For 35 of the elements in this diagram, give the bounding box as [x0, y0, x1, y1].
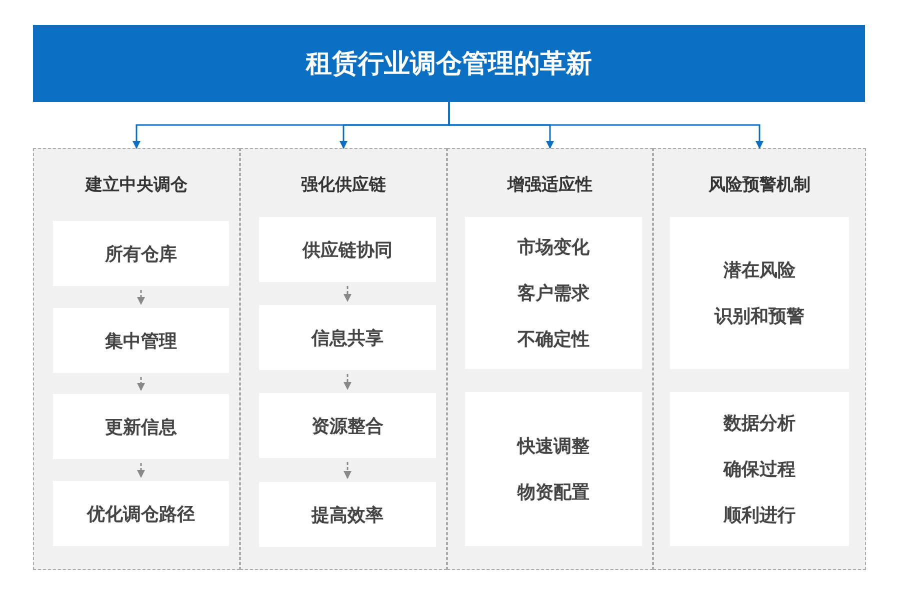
- title-banner: [33, 25, 865, 102]
- arrow: [137, 290, 145, 305]
- column-heading: 风险预警机制: [707, 174, 812, 196]
- column-panel: [33, 148, 240, 570]
- column-heading: 增强适应性: [506, 174, 594, 196]
- column-panel: [653, 148, 866, 570]
- column-panel: [447, 148, 653, 570]
- arrow: [137, 463, 145, 478]
- item-text: 识别和预警: [714, 305, 804, 328]
- arrow: [344, 286, 352, 302]
- column-heading: 强化供应链: [300, 174, 387, 196]
- arrow: [344, 462, 352, 479]
- column-panel: [240, 148, 447, 570]
- item-text: 集中管理: [105, 330, 177, 352]
- item-text: 不确定性: [518, 328, 590, 351]
- item-text: 确保过程: [724, 458, 796, 481]
- title-text: 租赁行业调仓管理的革新: [306, 48, 592, 81]
- item-text: 更新信息: [105, 416, 177, 438]
- item-text: 潜在风险: [724, 259, 796, 282]
- item-text: 供应链协同: [302, 238, 392, 262]
- item-text: 优化调仓路径: [87, 502, 195, 526]
- item-text: 信息共享: [312, 326, 384, 350]
- item-text: 所有仓库: [105, 242, 177, 266]
- item-text: 客户需求: [518, 282, 590, 305]
- item-text: 顺利进行: [724, 504, 796, 527]
- arrow: [344, 374, 352, 390]
- column-heading: 建立中央调仓: [84, 174, 188, 196]
- arrow: [448, 102, 764, 149]
- item-text: 市场变化: [518, 236, 590, 259]
- item-text: 数据分析: [724, 412, 796, 435]
- item-text: 资源整合: [312, 414, 384, 438]
- item-text: 快速调整: [518, 435, 590, 458]
- item-text: 提高效率: [312, 504, 384, 526]
- item-text: 物资配置: [518, 481, 590, 504]
- arrow: [137, 377, 145, 391]
